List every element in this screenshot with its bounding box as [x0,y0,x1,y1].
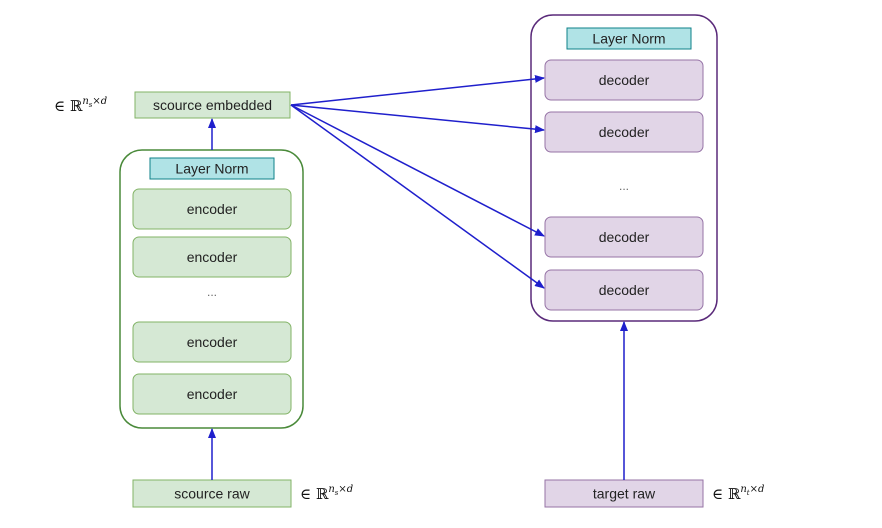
decoder-layer-norm-box [566,27,692,50]
encoder-block-4-label: encoder [187,386,238,402]
encoder-block-3 [132,321,292,363]
arrow-source-embedded-to-decoder-3 [290,104,545,237]
encoder-block-1 [132,188,292,230]
source-embedded-dimension: ∈ ℝns×d [54,96,107,115]
decoder-block-2 [544,111,704,153]
decoder-ellipsis: ... [619,179,629,193]
encoder-block-1-label: encoder [187,201,238,217]
target-raw-dimension: ∈ ℝnt×d [712,484,764,503]
source-embedded-box [134,91,291,119]
decoder-block-1-label: decoder [599,72,650,88]
encoder-block-2-label: encoder [187,249,238,265]
decoder-block-2-label: decoder [599,124,650,140]
decoder-layer-norm-label: Layer Norm [592,31,665,47]
source-raw-dimension: ∈ ℝns×d [300,484,353,503]
decoder-block-4 [544,269,704,311]
encoder-layer-norm-box [149,157,275,180]
target-raw-label: target raw [593,486,656,502]
decoder-block-4-label: decoder [599,282,650,298]
decoder-block-3 [544,216,704,258]
decoder-block-1 [544,59,704,101]
encoder-block-2 [132,236,292,278]
encoder-layer-norm-label: Layer Norm [175,161,248,177]
source-embedded-label: scource embedded [153,97,272,113]
arrow-source-embedded-to-decoder-2 [290,104,545,134]
source-raw-label: scource raw [174,486,250,502]
encoder-block-4 [132,373,292,415]
encoder-block-3-label: encoder [187,334,238,350]
decoder-block-3-label: decoder [599,229,650,245]
arrow-source-embedded-to-decoder-4 [290,104,545,289]
encoder-ellipsis: ... [207,285,217,299]
arrow-source-embedded-to-decoder-1 [290,74,545,106]
